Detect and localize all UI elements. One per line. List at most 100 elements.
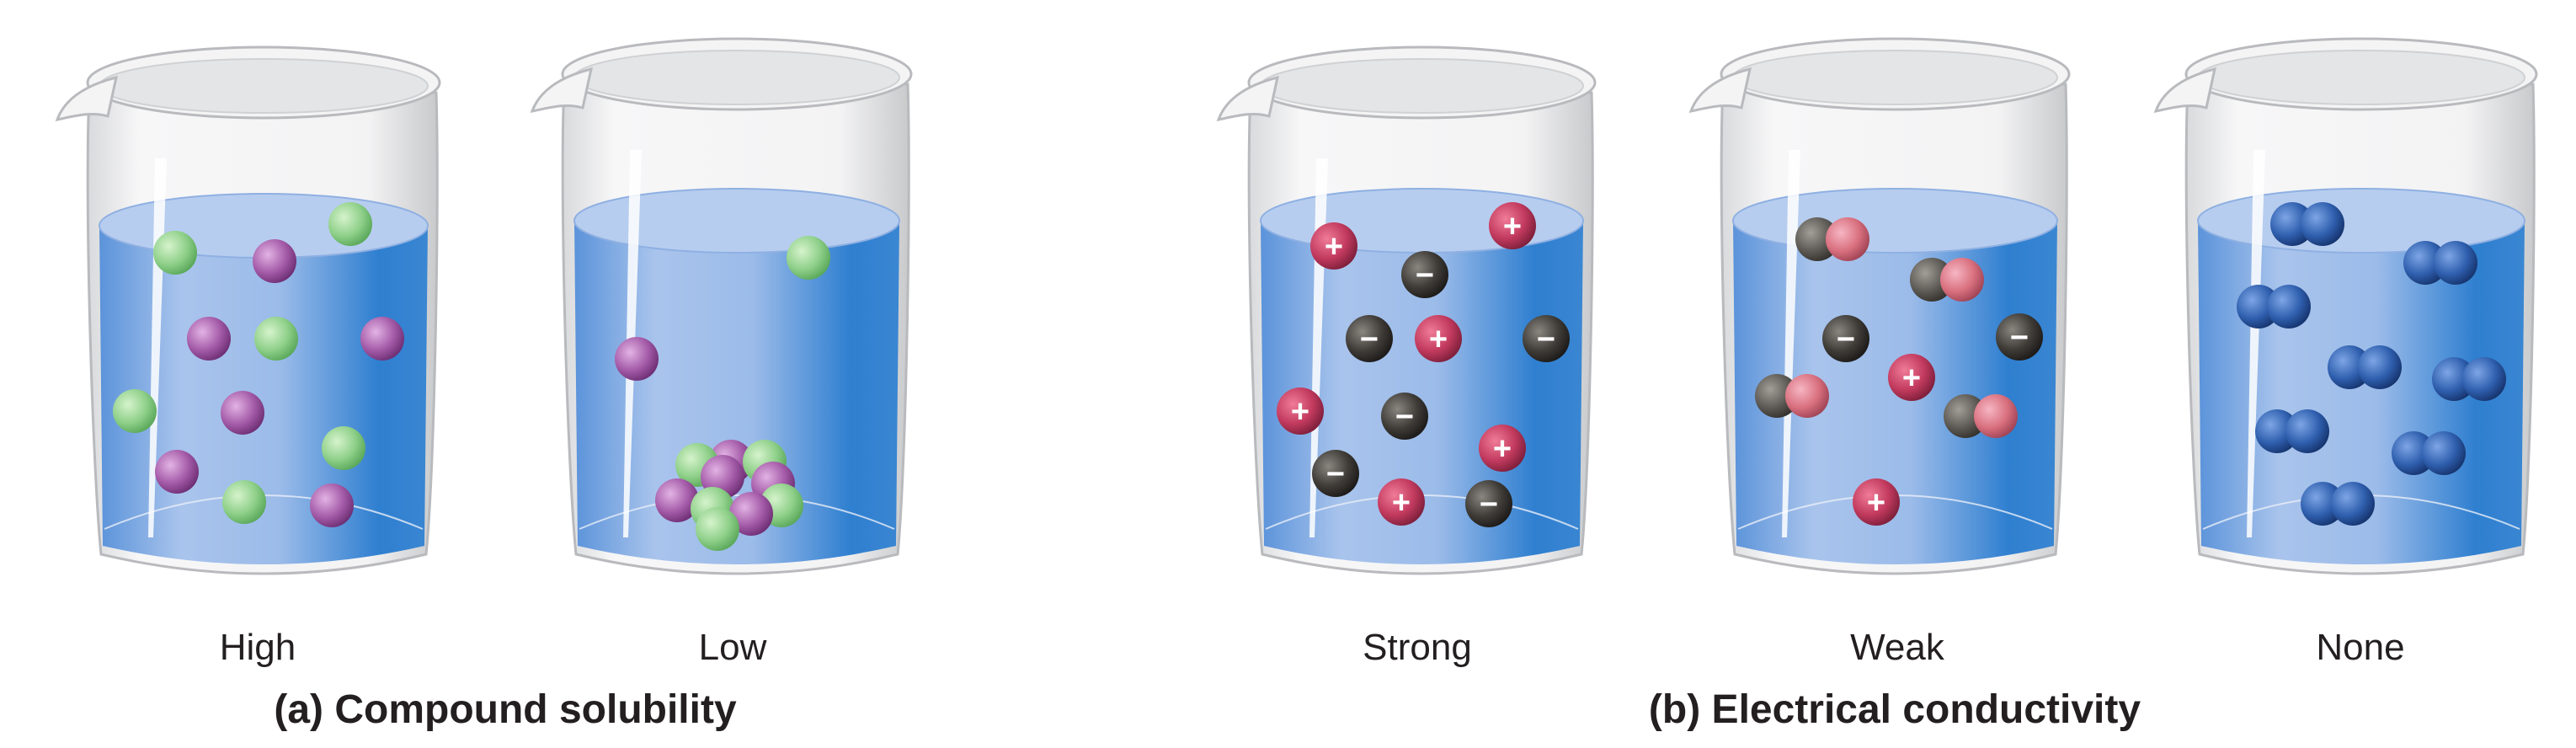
molecule-pair xyxy=(1755,374,1829,418)
cation-sphere xyxy=(1479,425,1526,472)
molecule-pair-atom-left xyxy=(1944,394,1987,438)
nonionic-molecule xyxy=(2403,241,2477,285)
anion-sphere xyxy=(1346,315,1393,362)
molecule-pair xyxy=(1910,258,1984,302)
green-ion xyxy=(222,480,266,524)
green-ion xyxy=(328,202,372,246)
purple-ion xyxy=(729,492,773,536)
purple-ion xyxy=(615,337,659,381)
purple-ion xyxy=(310,484,354,527)
green-ion xyxy=(696,507,739,551)
beaker-label-high: High xyxy=(220,627,296,668)
nonionic-molecule xyxy=(2301,482,2375,526)
glass-reflection xyxy=(1782,150,1800,537)
nonionic-molecule-atom-left xyxy=(2403,241,2447,285)
beaker-spout xyxy=(55,75,118,121)
beaker-label-none: None xyxy=(2316,627,2404,668)
nonionic-molecule-atom-right xyxy=(2462,357,2506,401)
cation-sphere xyxy=(1415,315,1462,362)
minus-sign: − xyxy=(1360,322,1379,357)
water-surface xyxy=(573,188,900,254)
nonionic-molecule-atom-right xyxy=(2285,409,2329,453)
minus-sign: − xyxy=(1326,457,1345,492)
beaker-rim-inner xyxy=(1732,50,2058,105)
beaker-spout xyxy=(1688,67,1752,113)
purple-ion xyxy=(155,450,199,494)
water-body xyxy=(574,221,899,564)
purple-ion xyxy=(187,317,231,361)
plus-sign: + xyxy=(1392,485,1411,521)
plus-sign: + xyxy=(1291,394,1309,430)
nonionic-molecule xyxy=(2432,357,2506,401)
cation-sphere xyxy=(1489,202,1536,249)
green-ion xyxy=(113,389,157,433)
plus-sign: + xyxy=(1867,485,1885,521)
cation-sphere xyxy=(1277,387,1324,435)
molecule-pair-atom-left xyxy=(1795,217,1839,261)
nonionic-molecule xyxy=(2270,202,2344,246)
anion-ion: − xyxy=(1523,315,1570,362)
anion-sphere xyxy=(1401,251,1448,298)
glass-reflection xyxy=(2247,150,2265,537)
beaker-rim-inner xyxy=(1260,58,1584,114)
cation-ion: + xyxy=(1853,478,1900,526)
nonionic-molecule-atom-right xyxy=(2422,431,2466,475)
anion-sphere xyxy=(1996,313,2043,361)
beakers-layer xyxy=(55,37,2538,575)
anion-ion: − xyxy=(1465,480,1512,527)
minus-sign: − xyxy=(1480,487,1498,522)
anion-ion: − xyxy=(1401,251,1448,298)
plus-sign: + xyxy=(1429,322,1448,357)
cation-ion: + xyxy=(1479,425,1526,472)
anion-sphere xyxy=(1381,393,1428,440)
beaker-bottom-rim xyxy=(579,494,895,530)
nonionic-molecule-atom-left xyxy=(2432,357,2476,401)
cation-sphere xyxy=(1853,478,1900,526)
beaker-label-strong: Strong xyxy=(1363,627,1472,668)
anion-ion: − xyxy=(1822,315,1869,362)
nonionic-molecule-atom-left xyxy=(2301,482,2344,526)
anion-sphere xyxy=(1465,480,1512,527)
purple-ion xyxy=(221,391,264,435)
cation-ion: + xyxy=(1888,354,1935,401)
nonionic-molecule xyxy=(2328,345,2402,389)
minus-sign: − xyxy=(1416,258,1434,293)
molecule-pair xyxy=(1795,217,1869,261)
cation-ion: + xyxy=(1378,478,1425,526)
nonionic-molecule-atom-left xyxy=(2237,285,2280,329)
minus-sign: − xyxy=(1537,322,1555,357)
nonionic-molecule-atom-left xyxy=(2270,202,2314,246)
anion-sphere xyxy=(1312,450,1359,497)
green-ion xyxy=(322,426,365,470)
green-ion xyxy=(254,317,298,361)
cation-sphere xyxy=(1888,354,1935,401)
beaker-weak xyxy=(1688,37,2071,575)
purple-ion xyxy=(655,478,699,522)
beaker-rim-inner xyxy=(99,58,429,114)
molecule-pair-atom-left xyxy=(1755,374,1799,418)
nonionic-molecule-atom-left xyxy=(2392,431,2435,475)
nonionic-molecule xyxy=(2255,409,2329,453)
caption-compound-solubility: (a) Compound solubility xyxy=(274,687,737,732)
minus-sign: − xyxy=(1837,322,1855,357)
nonionic-molecule-atom-right xyxy=(2434,241,2477,285)
cation-ion: + xyxy=(1415,315,1462,362)
anion-ion: − xyxy=(1996,313,2043,361)
beaker-spout xyxy=(2153,67,2216,113)
cation-ion: + xyxy=(1310,222,1357,270)
nonionic-molecule-atom-right xyxy=(2301,202,2344,246)
molecule-pair-atom-right xyxy=(1826,217,1869,261)
molecule-pair-atom-right xyxy=(1785,374,1829,418)
molecule-pair-atom-right xyxy=(1974,394,2018,438)
water-surface xyxy=(2197,188,2525,254)
anion-ion: − xyxy=(1312,450,1359,497)
caption-electrical-conductivity: (b) Electrical conductivity xyxy=(1649,687,2141,732)
nonionic-molecule-atom-left xyxy=(2328,345,2371,389)
beaker-rim-inner xyxy=(2197,50,2525,105)
nonionic-molecule-atom-right xyxy=(2331,482,2375,526)
green-ion xyxy=(153,231,197,275)
anion-sphere xyxy=(1523,315,1570,362)
molecule-pair-atom-left xyxy=(1910,258,1954,302)
beaker-rim-inner xyxy=(573,50,900,105)
